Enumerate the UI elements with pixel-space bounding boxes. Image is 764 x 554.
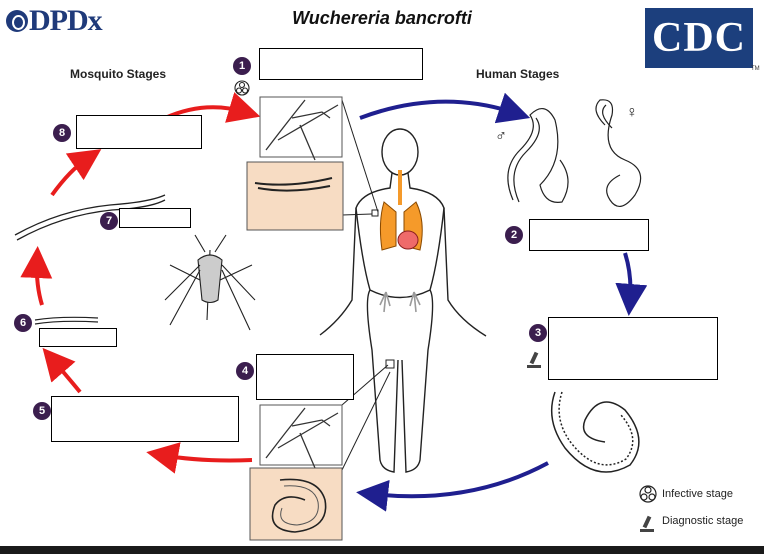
stage-8-blank[interactable] <box>76 115 202 149</box>
arrow-5-to-6 <box>42 347 82 394</box>
cdc-logo: CDC <box>645 8 753 68</box>
human-stages-label: Human Stages <box>476 67 560 81</box>
footer-bar <box>0 546 764 554</box>
stage-5-blank[interactable] <box>51 396 239 442</box>
dpdx-globe-icon <box>6 10 28 32</box>
legend-infective-label: Infective stage <box>662 488 733 500</box>
arrow-4-to-5 <box>146 442 253 474</box>
mosquito-illustration <box>164 234 256 331</box>
arrow-3-to-4 <box>356 461 549 512</box>
microfilaria <box>550 391 640 473</box>
dpdx-logo: DPDx <box>6 4 103 38</box>
stage-badge-1: 1 <box>233 57 251 75</box>
stage-6-blank[interactable] <box>39 328 117 347</box>
arrow-6-to-7 <box>20 246 53 306</box>
adult-worms <box>507 99 642 207</box>
stage-1-blank[interactable] <box>259 48 423 80</box>
legend-microscope-icon <box>640 515 654 532</box>
arrow-7-to-8 <box>50 149 102 197</box>
arrow-2-to-3 <box>615 252 648 316</box>
stage-4-blank[interactable] <box>256 354 354 400</box>
stage-badge-7: 7 <box>100 212 118 230</box>
stage-badge-2: 2 <box>505 226 523 244</box>
lymph-nodes <box>379 291 421 313</box>
stage-7-blank[interactable] <box>119 208 191 228</box>
stage-2-blank[interactable] <box>529 219 649 251</box>
female-symbol: ♀ <box>626 104 638 121</box>
heart <box>397 230 419 250</box>
stage-badge-5: 5 <box>33 402 51 420</box>
diagram-title: Wuchereria bancrofti <box>292 8 472 28</box>
arrow-8-to-1 <box>164 92 261 123</box>
stage-badge-4: 4 <box>236 362 254 380</box>
stage-badge-6: 6 <box>14 314 32 332</box>
dpdx-logo-text: DPDx <box>29 4 103 37</box>
cdc-trademark: TM <box>751 66 760 72</box>
stage-badge-8: 8 <box>53 124 71 142</box>
arrow-1-to-2 <box>359 92 531 124</box>
human-figure <box>319 128 487 473</box>
stage1-biohazard-icon <box>234 80 250 96</box>
mosquito-stages-label: Mosquito Stages <box>70 67 167 81</box>
stage3-microscope-icon <box>527 351 541 368</box>
legend-biohazard-icon <box>639 485 657 503</box>
legend-diagnostic-label: Diagnostic stage <box>662 515 744 527</box>
stage-badge-3: 3 <box>529 324 547 342</box>
male-symbol: ♂ <box>495 128 507 145</box>
stage-3-blank[interactable] <box>548 317 718 380</box>
